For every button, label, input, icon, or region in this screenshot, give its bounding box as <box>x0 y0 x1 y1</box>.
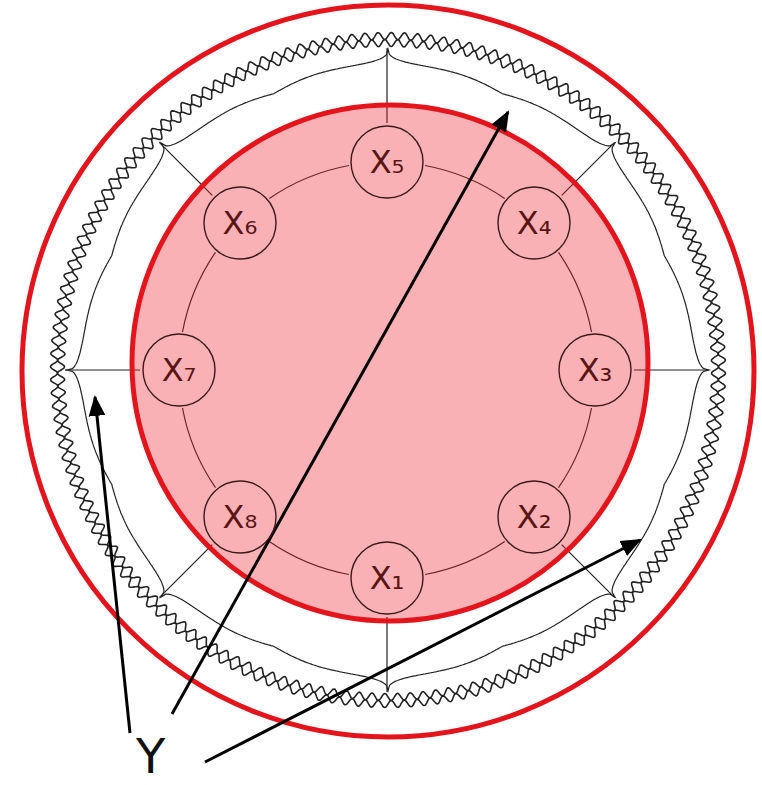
vascular-bundle: X₆ <box>203 186 277 260</box>
bundle-label: X₂ <box>517 501 552 533</box>
vascular-bundle: X₅ <box>350 125 424 199</box>
bundle-label: X₈ <box>223 501 258 533</box>
bundle-label: X₇ <box>162 354 197 386</box>
bundle-label: X₄ <box>517 207 552 239</box>
vascular-bundle: X₁ <box>350 541 424 615</box>
epidermis-inner <box>58 40 719 701</box>
bundle-label: X₆ <box>223 207 258 239</box>
vascular-bundle: X₈ <box>203 480 277 554</box>
bundle-label: X₃ <box>578 354 613 386</box>
bundle-label: X₅ <box>370 146 405 178</box>
vascular-bundle: X₂ <box>497 480 571 554</box>
outer-highlight <box>22 5 754 737</box>
vascular-bundle: X₄ <box>497 186 571 260</box>
inner-highlight <box>132 105 648 621</box>
leader-line <box>95 397 130 733</box>
leader-line <box>205 540 640 762</box>
bundle-label: X₁ <box>370 562 405 594</box>
vascular-bundle: X₇ <box>142 333 216 407</box>
callout-label: Y <box>136 732 165 780</box>
vascular-bundle: X₃ <box>558 333 632 407</box>
cortex-cells <box>67 49 709 691</box>
epidermis <box>51 33 726 708</box>
ray-lines <box>65 48 709 692</box>
leader-line <box>172 112 508 714</box>
